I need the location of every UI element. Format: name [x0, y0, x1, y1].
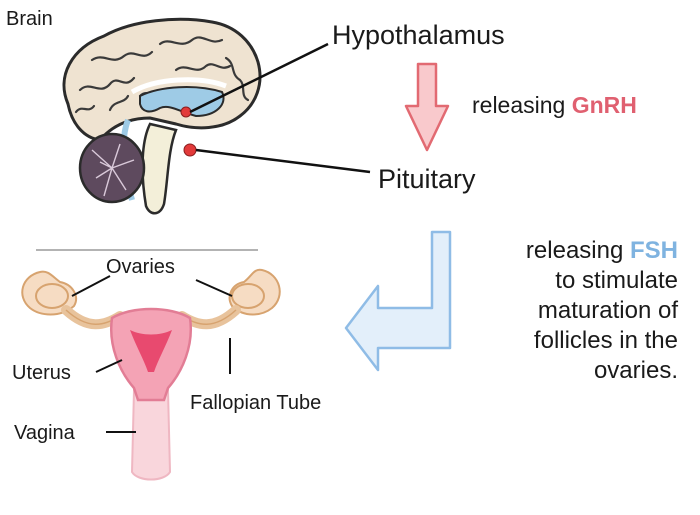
left-ovary — [35, 283, 69, 309]
hypothalamus-dot — [180, 106, 192, 118]
hypothalamus-label: Hypothalamus — [332, 20, 505, 50]
brainstem — [141, 122, 178, 215]
fsh-hormone: FSH — [630, 237, 678, 264]
brain-illustration — [62, 17, 371, 215]
gnrh-hormone: GnRH — [571, 92, 637, 118]
reproductive-system-illustration — [21, 268, 281, 481]
fsh-line-3: maturation of — [537, 297, 678, 324]
ovaries-left-leader — [71, 275, 111, 297]
fsh-return-arrow — [344, 230, 452, 372]
gnrh-down-arrow — [404, 62, 450, 152]
pituitary-dot — [183, 143, 197, 157]
fallopian-tube-label: Fallopian Tube — [190, 392, 322, 414]
uterus-leader — [95, 359, 123, 373]
pituitary-leader — [195, 148, 371, 174]
fsh-prefix: releasing — [525, 237, 624, 264]
ovaries-label: Ovaries — [106, 256, 175, 278]
right-ovary — [231, 283, 265, 309]
hypothalamus-leader — [189, 42, 329, 114]
gnrh-prefix: releasing — [472, 92, 566, 118]
vagina-shape — [130, 389, 172, 481]
gnrh-step-label: releasing GnRH — [472, 92, 637, 119]
uterus-label: Uterus — [12, 362, 71, 384]
fsh-line-2: to stimulate — [555, 267, 678, 294]
fsh-line-4: follicles in the — [533, 327, 678, 354]
fsh-description: releasing FSH to stimulate maturation of… — [448, 236, 678, 386]
pituitary-label: Pituitary — [378, 164, 476, 194]
brain-label: Brain — [6, 8, 53, 30]
fsh-line-5: ovaries. — [593, 357, 678, 384]
vagina-label: Vagina — [14, 422, 75, 444]
fsh-line-1: releasing FSH — [448, 236, 678, 266]
corpus-callosum — [130, 77, 227, 95]
cerebellum-branches — [91, 143, 135, 197]
ovaries-right-leader — [195, 279, 233, 297]
ventricle — [139, 86, 225, 118]
uterus-cavity — [130, 330, 172, 372]
